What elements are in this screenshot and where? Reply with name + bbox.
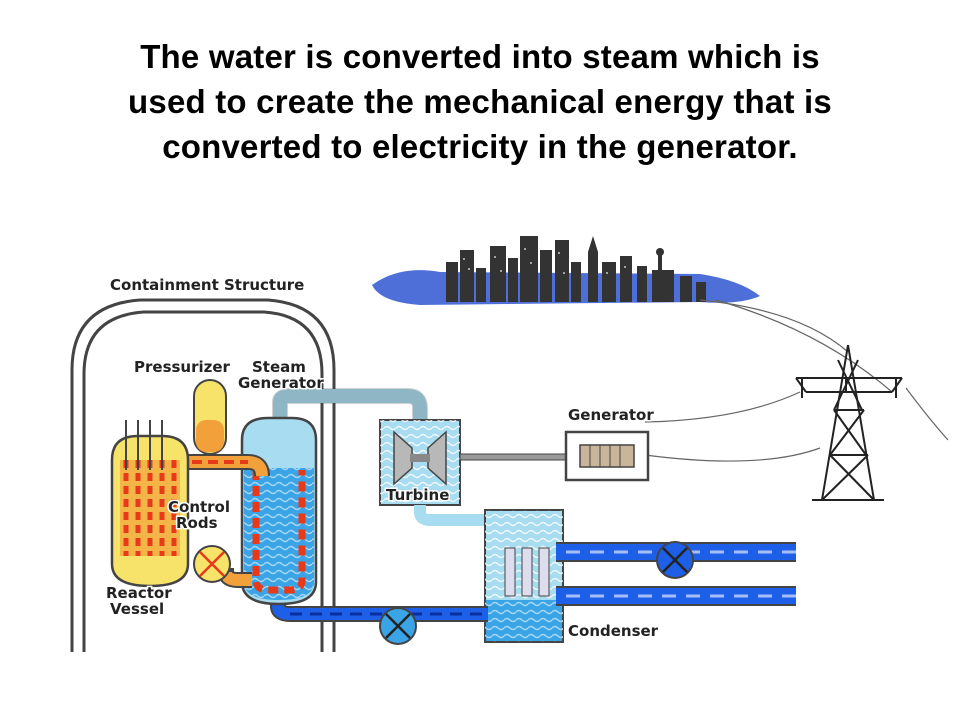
feedwater-pump	[379, 607, 417, 645]
power-lines	[644, 299, 949, 462]
label-control-rods-line-1: Control	[168, 498, 230, 516]
title-line-1: The water is converted into steam which …	[140, 38, 820, 75]
generator	[564, 430, 650, 482]
title-line-3: converted to electricity in the generato…	[162, 128, 798, 165]
label-pressurizer: Pressurizer	[134, 358, 231, 376]
label-reactor-vessel-line-1: Reactor	[106, 584, 172, 602]
turbine	[379, 419, 461, 506]
cooling-pump	[656, 541, 694, 579]
feedwater-line	[270, 596, 488, 622]
title-line-2: used to create the mechanical energy tha…	[128, 83, 832, 120]
label-condenser: Condenser	[568, 622, 659, 640]
label-turbine: Turbine	[386, 486, 449, 504]
city-skyline	[372, 236, 760, 305]
label-reactor-vessel-line-2: Vessel	[110, 600, 164, 618]
steam-generator	[240, 416, 318, 606]
label-containment-structure: Containment Structure	[110, 276, 304, 294]
turbine-shaft	[459, 453, 573, 461]
containment-structure	[70, 298, 336, 652]
label-steam-generator-line-1: Steam	[252, 358, 306, 376]
transmission-tower	[795, 344, 903, 501]
reactor-vessel	[110, 420, 190, 588]
label-generator: Generator	[568, 406, 654, 424]
primary-pump	[193, 545, 231, 583]
label-control-rods-line-2: Rods	[176, 514, 218, 532]
label-steam-generator-line-2: Generator	[238, 374, 324, 392]
steam-line	[273, 389, 427, 420]
slide-title: The water is converted into steam which …	[30, 34, 930, 169]
condenser	[484, 509, 564, 643]
